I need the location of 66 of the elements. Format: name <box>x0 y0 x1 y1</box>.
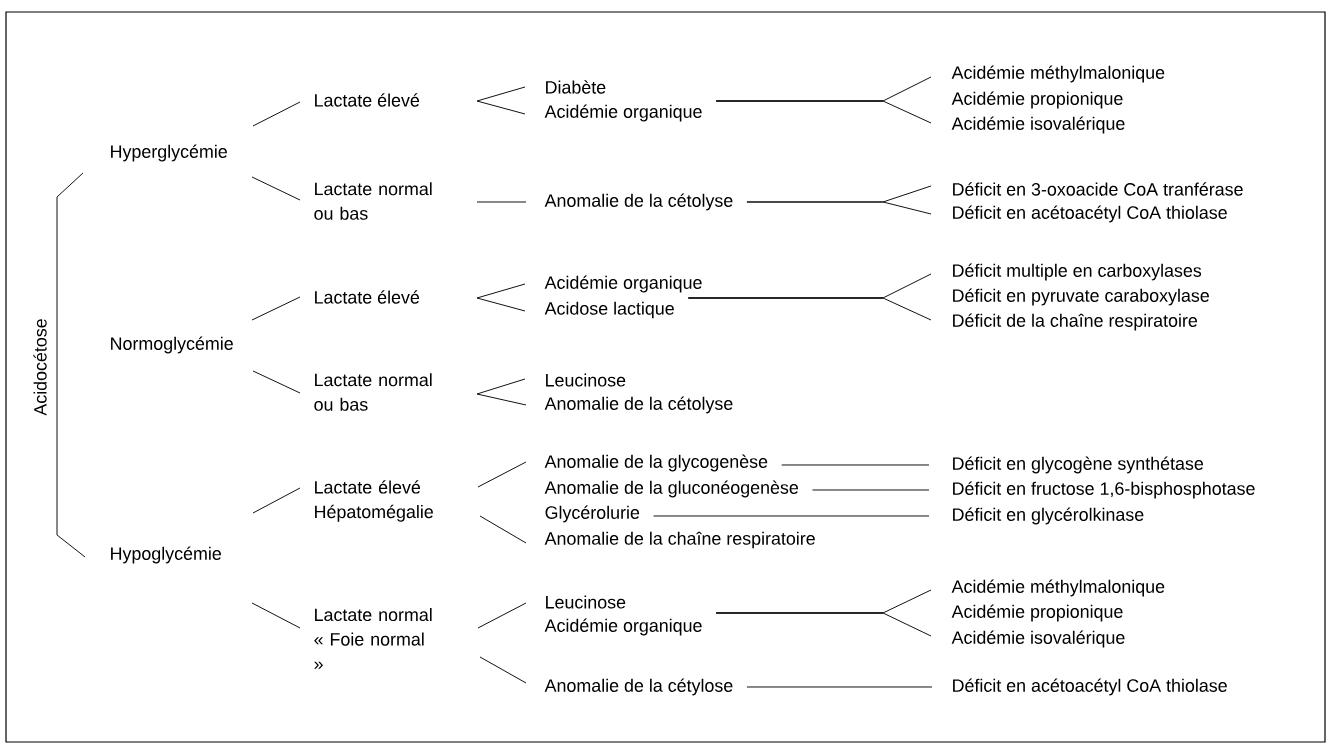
connector-line <box>715 100 932 124</box>
connector-line <box>715 612 932 637</box>
label-text: Anomalie de la glycogenèse <box>544 454 768 472</box>
label-text: Lactate normal ou bas <box>314 373 432 411</box>
label-text: Hyperglycémie <box>111 144 227 162</box>
label-text: Déficit en fructose 1,6-bisphosphotase <box>953 481 1255 499</box>
label-text: Glycérolurie <box>545 505 640 523</box>
label-text: Anomalie de la cétolyse <box>544 193 733 211</box>
label-text: Lactate élevé <box>315 93 420 107</box>
label-text: Lactate normal « Foie normal » <box>314 608 432 669</box>
label-text: Acidémie organique <box>544 618 702 636</box>
label-text: Acidémie propionique <box>951 91 1123 109</box>
connector-line <box>476 100 526 115</box>
label-text: Déficit en glycérolkinase <box>953 507 1144 525</box>
label-text: Déficit multiple en carboxylases <box>953 263 1202 281</box>
label-text: Acidémie organique <box>544 275 702 293</box>
label-text: Anomalie de la cétolyse <box>544 396 733 414</box>
label-text: Anomalie de la cétylose <box>544 678 733 696</box>
label-text: Normoglycémie <box>111 336 233 354</box>
connector-line <box>252 487 301 514</box>
label-text: Acidémie méthylmalonique <box>951 65 1165 83</box>
label-text: Acidémie isovalérique <box>951 116 1125 134</box>
label-text: Acidémie méthylmalonique <box>951 579 1165 597</box>
connector-line <box>251 602 301 629</box>
label-text: Lactate élevé Hépatomégalie <box>315 480 433 522</box>
connector-line <box>252 101 301 127</box>
connector-line <box>781 464 930 466</box>
label-text: Acidémie isovalérique <box>951 630 1125 648</box>
connector-line <box>476 283 526 299</box>
connector-line <box>479 515 527 544</box>
connector-line <box>746 201 932 215</box>
label-text: Déficit en acétoacétyl CoA thiolase <box>953 205 1227 223</box>
label-text: Déficit en 3-oxoacide CoA tranférase <box>953 182 1243 196</box>
label-text: Lactate normal ou bas <box>314 182 432 220</box>
connector-line <box>812 489 930 491</box>
connector-line <box>252 370 301 394</box>
connector-line <box>251 296 301 321</box>
connector-line <box>479 656 527 684</box>
label-text: Acidémie propionique <box>951 604 1123 622</box>
label-text: Hypoglycémie <box>111 546 221 564</box>
label-text: Diabète <box>546 80 606 94</box>
label-text: Déficit en pyruvate caraboxylase <box>953 288 1209 306</box>
label-text: Acidocétose <box>33 319 47 416</box>
connector-line <box>476 297 526 312</box>
connector-line <box>746 686 933 688</box>
connector-line <box>251 176 301 201</box>
label-text: Anomalie de la gluconéogenèse <box>544 480 799 498</box>
label-text: Lactate élevé <box>315 290 420 304</box>
connector-line <box>476 393 527 406</box>
connector-line <box>653 515 930 517</box>
connector-line <box>56 366 86 558</box>
label-text: Déficit de la chaîne respiratoire <box>953 313 1198 331</box>
label-text: Leucinose <box>546 373 626 387</box>
connector-line <box>476 201 527 203</box>
connector-line <box>477 461 527 488</box>
connector-line <box>476 86 526 102</box>
connector-line <box>477 602 527 629</box>
connector-line <box>56 172 84 368</box>
connector-line <box>687 297 932 321</box>
connector-line <box>476 378 526 395</box>
label-text: Acidémie organique <box>544 104 702 122</box>
label-text: Leucinose <box>546 595 626 609</box>
label-text: Acidose lactique <box>544 301 674 319</box>
label-text: Anomalie de la chaîne respiratoire <box>544 531 815 549</box>
label-text: Déficit en acétoacétyl CoA thiolase <box>953 678 1227 696</box>
label-text: Déficit en glycogène synthétase <box>953 456 1204 474</box>
